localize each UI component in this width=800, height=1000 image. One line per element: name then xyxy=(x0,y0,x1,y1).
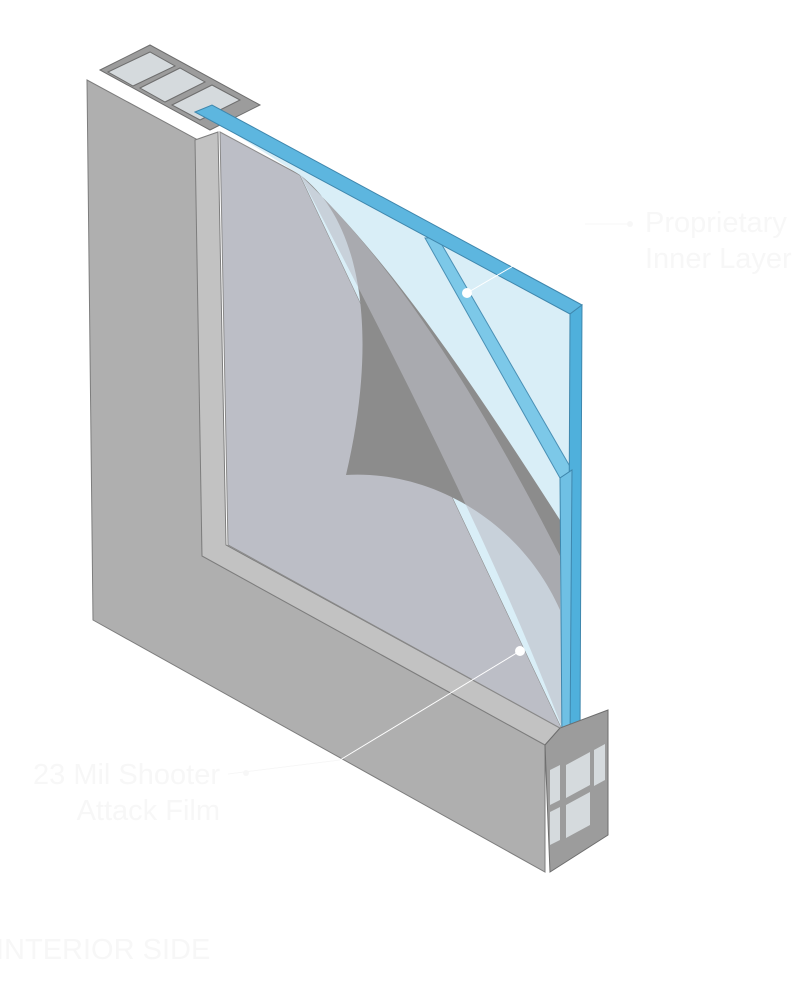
label-film-line1: 23 Mil Shooter xyxy=(33,759,220,791)
callout-film xyxy=(227,646,525,776)
label-inner-layer-line2: Inner Layer xyxy=(645,243,792,275)
label-film: 23 Mil Shooter Attack Film xyxy=(12,757,220,829)
top-profile-extrusion xyxy=(98,44,262,131)
label-inner-layer-line1: Proprietary xyxy=(645,207,787,239)
glass-pane xyxy=(205,115,578,735)
label-interior-side: INTERIOR SIDE xyxy=(0,934,211,966)
label-inner-layer: Proprietary Inner Layer xyxy=(645,205,792,277)
label-film-line2: Attack Film xyxy=(76,795,220,827)
bottom-profile-extrusion xyxy=(544,709,609,873)
callout-inner-layer xyxy=(462,221,633,298)
